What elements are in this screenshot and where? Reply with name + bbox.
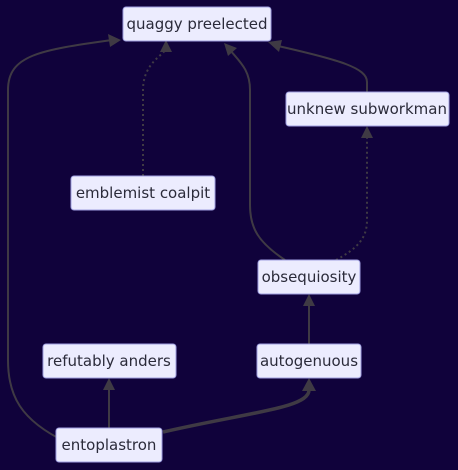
node-label: unknew subworkman (287, 100, 447, 118)
arrowhead-obsequiosity-to-unknew (361, 126, 373, 138)
edge-entoplastron-to-quaggy (7, 39, 113, 443)
node-refutably-anders[interactable]: refutably anders (42, 343, 177, 379)
node-unknew-subworkman[interactable]: unknew subworkman (285, 91, 450, 127)
node-quaggy-preelected[interactable]: quaggy preelected (122, 6, 272, 42)
node-entoplastron[interactable]: entoplastron (55, 427, 163, 463)
edges (7, 34, 373, 443)
node-label: refutably anders (47, 352, 171, 370)
edge-emblemist-to-quaggy (142, 47, 167, 176)
node-autogenuous[interactable]: autogenuous (256, 343, 362, 379)
edge-obsequiosity-to-unknew (335, 136, 368, 261)
node-label: entoplastron (62, 436, 157, 454)
arrowhead-entoplastron-to-quaggy (108, 34, 121, 47)
arrowhead-obsequiosity-to-quaggy (224, 43, 237, 56)
arrowhead-autogenuous-to-obsequiosity (303, 294, 315, 306)
node-label: emblemist coalpit (76, 184, 210, 202)
edge-unknew-to-quaggy (277, 45, 368, 92)
node-label: autogenuous (260, 352, 358, 370)
node-label: obsequiosity (262, 268, 357, 286)
arrowhead-emblemist-to-quaggy (160, 40, 172, 52)
arrowhead-entoplastron-to-refutably (103, 378, 115, 390)
node-label: quaggy preelected (127, 15, 268, 33)
arrowhead-entoplastron-to-autogenuous (302, 378, 316, 391)
edge-entoplastron-to-autogenuous (162, 389, 311, 434)
node-emblemist-coalpit[interactable]: emblemist coalpit (70, 175, 216, 211)
arrowhead-unknew-to-quaggy (268, 40, 282, 52)
node-obsequiosity[interactable]: obsequiosity (257, 259, 361, 295)
edge-obsequiosity-to-quaggy (229, 49, 286, 261)
